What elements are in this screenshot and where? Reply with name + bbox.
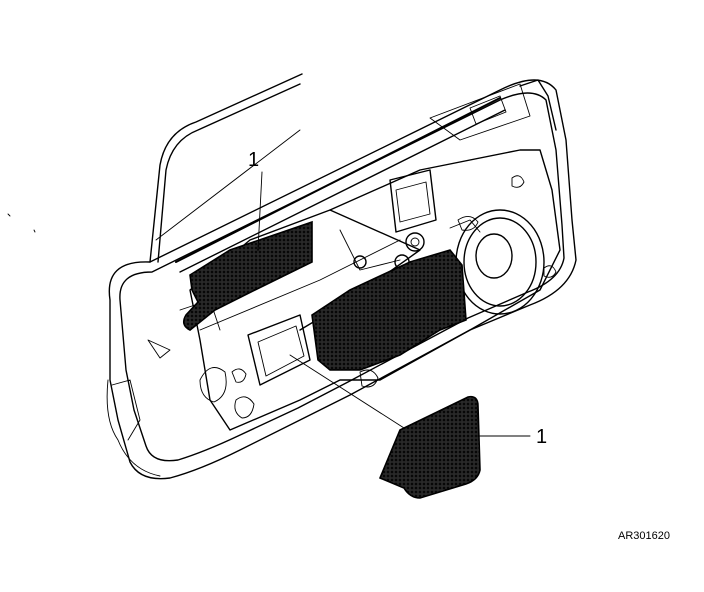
pad-position-guide [289, 354, 405, 429]
stray-mark [7, 213, 36, 233]
callout-label-lower: 1 [536, 426, 547, 448]
absorber-pad-detached [378, 395, 481, 499]
callout-label-upper: 1 [248, 149, 259, 171]
upper-rail [175, 79, 557, 273]
window-frame [149, 73, 303, 263]
absorber-pad-upper [182, 220, 313, 331]
speaker [449, 209, 545, 315]
leader-line-1 [257, 171, 263, 251]
reference-code: AR301620 [618, 530, 670, 542]
door-shell [106, 79, 577, 480]
absorber-pad-center [311, 249, 467, 371]
access-opening [247, 314, 311, 386]
